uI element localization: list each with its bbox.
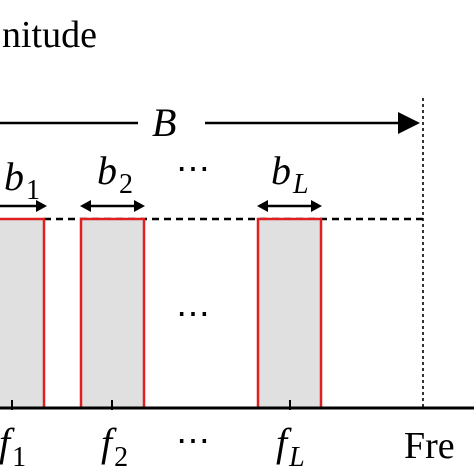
band-2-box [79,217,146,410]
y-axis-label: nitude [2,14,97,56]
bandwidth-label: B [152,100,176,145]
band-2-width-arrowhead-left [80,200,91,212]
x-axis-label: Fre [404,425,455,467]
ellipsis-bottom: ⋯ [176,423,210,460]
bandwidth-arrowhead [398,112,420,134]
band-2-width-label: b2 [97,148,133,200]
band-1-width-label: b1 [4,154,40,206]
ellipsis-top: ⋯ [176,151,210,188]
band-L-box [256,217,323,410]
band-L-width-arrowhead-right [311,200,322,212]
band-L [256,200,323,410]
band-2-center-label: f2 [101,420,128,473]
band-L-width-label: bL [271,148,309,200]
band-1 [0,200,47,410]
band-1-width-arrowhead [36,200,47,212]
band-2-width-arrowhead-right [134,200,145,212]
band-L-center-label: fL [276,420,305,473]
band-L-width-arrowhead-left [257,200,268,212]
band-1-box [0,217,46,410]
ellipsis-middle: ⋯ [176,296,210,333]
band-1-center-label: f1 [0,420,26,473]
band-2 [79,200,146,410]
